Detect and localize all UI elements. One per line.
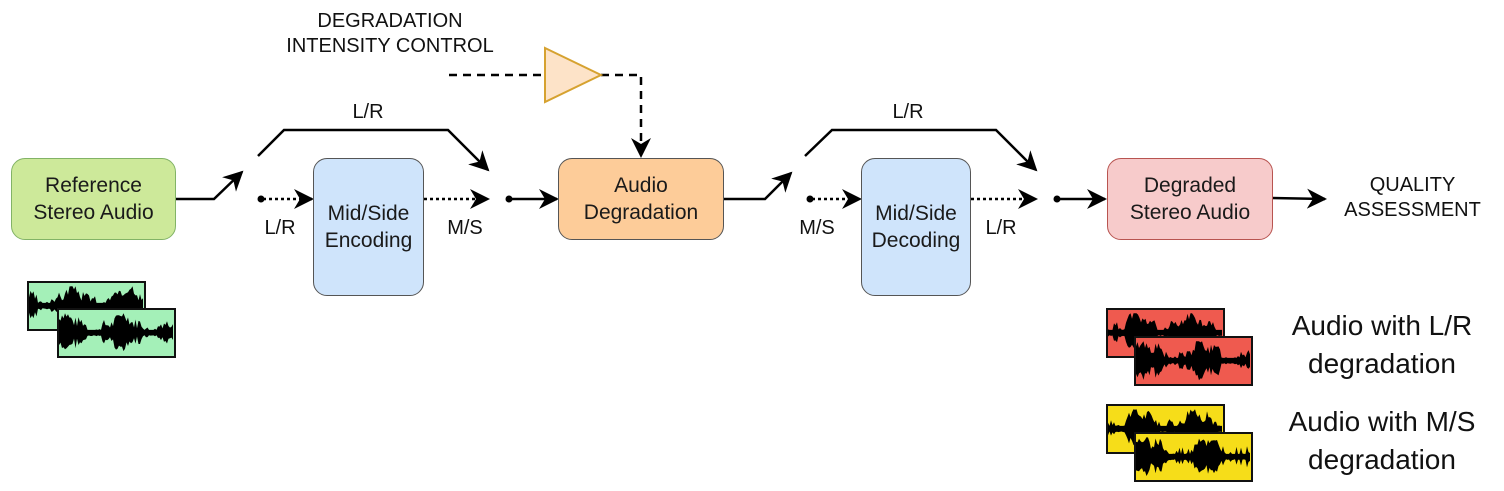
degradation-to-switch-arrow	[724, 171, 793, 201]
intensity-control-label: DEGRADATION INTENSITY CONTROL	[286, 10, 494, 57]
mid-side-decoding-block: Mid/Side Decoding	[861, 158, 971, 296]
degraded-stereo-audio-block: Degraded Stereo Audio	[1107, 158, 1273, 240]
encoder-output-label: M/S	[447, 217, 483, 239]
quality-assessment-label: QUALITY ASSESSMENT	[1344, 174, 1481, 221]
degraded-to-quality-arrow	[1271, 188, 1327, 209]
lr-degradation-waveform-icon-front	[1134, 336, 1253, 386]
encoding-block-label: Mid/Side Encoding	[324, 202, 413, 252]
decoder-output-label: L/R	[985, 217, 1017, 239]
lr-bypass-label-2: L/R	[892, 101, 924, 123]
decoding-block-label: Mid/Side Decoding	[871, 202, 961, 252]
switch-node-enc-in	[257, 195, 265, 203]
degraded-block-label: Degraded Stereo Audio	[1129, 174, 1251, 224]
encoder-input-label: L/R	[264, 217, 296, 239]
switch-node-dec-in	[806, 195, 814, 203]
audio-degradation-block: Audio Degradation	[558, 158, 724, 240]
ms-degradation-waveform-icon-front	[1134, 432, 1253, 482]
amplifier-gain-icon	[544, 46, 604, 104]
legend-ms-label: Audio with M/S degradation	[1288, 406, 1476, 475]
decoder-input-label: M/S	[799, 217, 835, 239]
mid-side-encoding-block: Mid/Side Encoding	[313, 158, 424, 296]
lr-bypass-path-1	[257, 128, 490, 172]
lr-bypass-path-2	[804, 128, 1038, 172]
intensity-to-degradation-dashed-arrow	[601, 73, 651, 158]
reference-waveform-icon-front	[57, 308, 176, 358]
reference-to-switch-arrow	[176, 170, 244, 201]
reference-stereo-audio-block: Reference Stereo Audio	[11, 158, 176, 240]
degradation-block-label: Audio Degradation	[583, 174, 699, 224]
lr-bypass-label-1: L/R	[352, 101, 384, 123]
legend-lr-label: Audio with L/R degradation	[1291, 310, 1473, 379]
reference-block-label: Reference Stereo Audio	[33, 174, 154, 224]
